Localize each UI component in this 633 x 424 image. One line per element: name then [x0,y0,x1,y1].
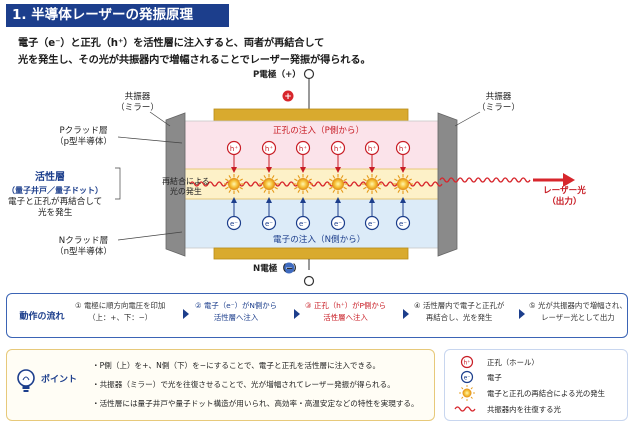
hole-label: h⁺ [334,145,342,153]
point-title: ポイント [41,375,78,385]
flow-step-1: ① 電極に順方向電圧を印加（上：+、下：−） [75,301,166,322]
flow-arrow-icon [519,309,525,319]
electron-particle: e⁻ [226,197,242,231]
recombination-glow-icon [362,174,382,194]
hole-row: h⁺ h⁺ h⁺ h⁺ h⁺ h⁺ [226,140,411,173]
electron-icon [460,370,474,384]
electron-particle: e⁻ [261,197,277,231]
recombination-glow-row [224,174,413,194]
legend-box: h⁺ e⁻ 正孔（ホール） 電子 電子と正孔の再結合による光の発生 共振器内を往… [444,349,628,421]
hole-label: h⁺ [265,145,273,153]
hole-injection-label: 正孔の注入（P側から） [273,126,365,136]
lightbulb-icon [17,369,35,392]
n-clad-label: Nクラッド層（n型半導体） [55,236,113,257]
electron-injection-label: 電子の注入（N側から） [273,235,366,245]
wave-icon [454,406,476,412]
flow-arrow-icon [183,309,189,319]
right-mirror-label: 共振器（ミラー） [477,92,520,113]
recombination-glow-icon [293,174,313,194]
minus-symbol: − [285,264,293,274]
hole-label: h⁺ [399,145,407,153]
laser-structure-diagram: + − h⁺ h⁺ h⁺ h⁺ h⁺ h⁺ e⁻ e⁻ e⁻ e⁻ e⁻ e⁻ [115,68,575,287]
hole-particle: h⁺ [226,140,242,173]
recombination-glow-icon [259,174,279,194]
legend-glow-label: 電子と正孔の再結合による光の発生 [487,389,606,398]
electron-label: e⁻ [399,220,407,228]
active-layer-description: 電子と正孔が再結合して光を発生 [8,197,103,218]
intro-line-2: 光を発生し、その光が共振器内で増幅されることでレーザー発振が得られる。 [18,55,371,66]
flow-arrow-icon [294,309,300,319]
recombination-glow-icon [393,174,413,194]
legend-hole-label: 正孔（ホール） [487,358,539,367]
point-bullet-1: ・P側（上）を+、N側（下）を−にすることで、電子と正孔を活性層に注入できる。 [92,361,381,370]
flow-step-3: ③ 正孔（h⁺）がP側から活性層へ注入 [305,301,387,322]
n-terminal [303,275,315,287]
recombination-label: 再結合による光の発生 [162,177,210,196]
legend-wave-label: 共振器内を往復する光 [487,405,561,414]
p-terminal [303,68,315,80]
electron-particle: e⁻ [395,197,411,231]
p-electrode [213,108,409,122]
hole-particle: h⁺ [295,140,311,173]
hole-label: h⁺ [368,145,376,153]
glow-icon [459,385,475,401]
minus-symbol-icon [283,262,295,274]
hole-particle: h⁺ [395,140,411,173]
hole-particle: h⁺ [261,140,277,173]
electron-label: e⁻ [368,220,376,228]
legend-electron-label: 電子 [487,373,502,382]
legend-symbols: h⁺ e⁻ [454,355,476,412]
right-mirror [437,112,458,257]
active-layer-subtitle: （量子井戸／量子ドット） [7,186,103,195]
n-electrode-label: N電極（−） [253,264,302,274]
recombination-glow-icon [224,174,244,194]
legend-electron-symbol: e⁻ [464,375,471,382]
hole-particle: h⁺ [330,140,346,173]
hole-particle: h⁺ [364,140,380,173]
left-mirror [165,112,186,257]
flow-arrow-icon [403,309,409,319]
active-layer-title: 活性層 [35,172,65,183]
hole-icon [460,355,474,369]
electron-label: e⁻ [299,220,307,228]
electron-particle: e⁻ [330,197,346,231]
left-mirror-label: 共振器（ミラー） [116,92,159,113]
p-clad-layer [185,121,438,169]
laser-output-label: レーザー光（出力） [543,186,586,207]
electron-label: e⁻ [265,220,273,228]
flow-step-5: ⑤ 光が共振器内で増幅され、レーザー光として出力 [529,301,627,322]
plus-symbol: + [284,92,292,102]
point-box: ポイント ・P側（上）を+、N側（下）を−にすることで、電子と正孔を活性層に注入… [6,349,435,421]
page-title: 1. 半導体レーザーの発振原理 [6,4,229,27]
flow-title: 動作の流れ [19,311,65,322]
hole-label: h⁺ [299,145,307,153]
p-electrode-label: P電極（+） [253,70,301,80]
electron-particle: e⁻ [295,197,311,231]
point-bullet-3: ・活性層には量子井戸や量子ドット構造が用いられ、高効率・高温安定などの特性を実現… [92,399,419,408]
intro-line-1: 電子（e⁻）と正孔（h⁺）を活性層に注入すると、両者が再結合して [18,38,325,49]
flow-step-2: ② 電子（e⁻）がN側から活性層へ注入 [195,301,278,322]
operation-flow: 動作の流れ ① 電極に順方向電圧を印加（上：+、下：−） ② 電子（e⁻）がN側… [6,293,628,338]
point-bullet-2: ・共振器（ミラー）で光を往復させることで、光が増幅されてレーザー発振が得られる。 [92,380,395,389]
p-clad-label: Pクラッド層（p型半導体） [55,126,113,147]
electron-label: e⁻ [230,220,238,228]
legend-hole-symbol: h⁺ [464,360,471,367]
electron-label: e⁻ [334,220,342,228]
laser-output-wave [439,177,531,183]
hole-label: h⁺ [230,145,238,153]
n-electrode [213,247,409,260]
electron-row: e⁻ e⁻ e⁻ e⁻ e⁻ e⁻ [226,197,411,231]
electron-particle: e⁻ [364,197,380,231]
recombination-glow-icon [328,174,348,194]
plus-symbol-icon [282,90,294,102]
flow-step-4: ④ 活性層内で電子と正孔が再結合し、光を発生 [414,301,505,322]
laser-output-arrowhead [563,173,575,187]
